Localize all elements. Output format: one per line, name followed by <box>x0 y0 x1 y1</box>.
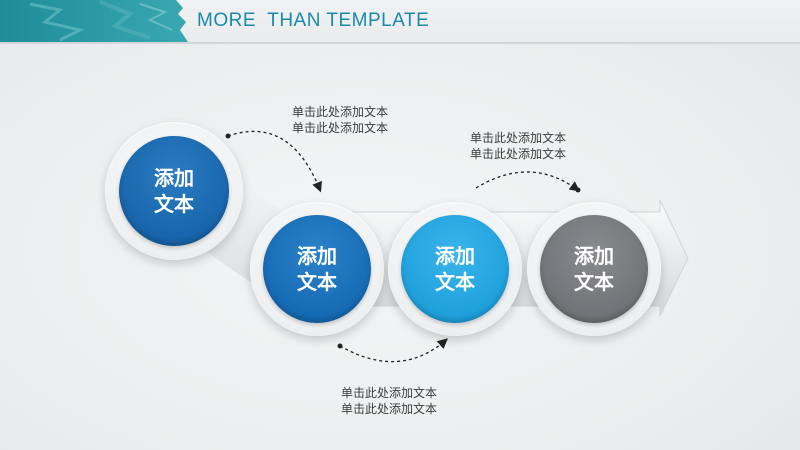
caption-3-line2: 单击此处添加文本 <box>341 402 438 416</box>
page-title: MORE THAN TEMPLATE <box>197 10 430 31</box>
step-3-circle: 添加 文本 <box>401 215 509 323</box>
step-3-line2: 文本 <box>435 270 475 294</box>
step-2-line2: 文本 <box>297 270 337 294</box>
caption-2-line2: 单击此处添加文本 <box>470 147 567 161</box>
caption-2-line1: 单击此处添加文本 <box>470 131 567 145</box>
step-4-circle: 添加 文本 <box>540 215 648 323</box>
caption-1-line2: 单击此处添加文本 <box>292 121 389 135</box>
step-1-line1: 添加 <box>154 166 194 190</box>
step-1-circle: 添加 文本 <box>119 136 229 246</box>
caption-3-line1: 单击此处添加文本 <box>341 386 438 400</box>
caption-1: 单击此处添加文本 单击此处添加文本 <box>292 104 388 136</box>
caption-1-line1: 单击此处添加文本 <box>292 105 389 119</box>
step-4-line2: 文本 <box>574 270 614 294</box>
connector-1 <box>227 130 322 193</box>
caption-2: 单击此处添加文本 单击此处添加文本 <box>470 130 566 162</box>
step-1-line2: 文本 <box>154 192 194 216</box>
header-texture <box>0 0 188 42</box>
step-2-circle: 添加 文本 <box>263 215 371 323</box>
caption-3: 单击此处添加文本 单击此处添加文本 <box>341 385 437 417</box>
step-4-line1: 添加 <box>574 244 614 268</box>
connector-2 <box>339 338 448 363</box>
step-3-line1: 添加 <box>435 244 475 268</box>
header-bar: MORE THAN TEMPLATE <box>0 0 800 44</box>
step-2-line1: 添加 <box>297 244 337 268</box>
connector-3 <box>475 171 581 192</box>
